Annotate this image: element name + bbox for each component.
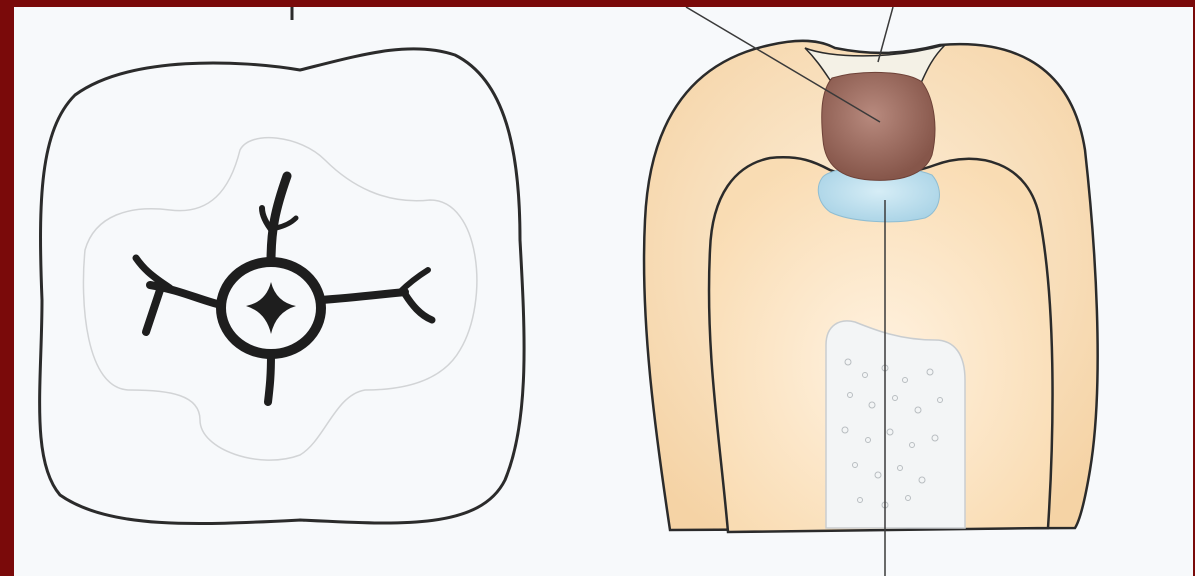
pulp-chamber [826,321,965,528]
fissure-north [271,176,287,262]
fissure-south [268,354,271,402]
occlusal-outline [40,49,524,524]
cross-section-view [644,7,1098,576]
caries-lesion [822,72,935,180]
fissure-east [321,292,405,300]
illustration-panel [14,7,1193,576]
tooth-illustration [14,7,1193,576]
occlusal-view [40,49,524,524]
central-pit-lesion [246,282,296,334]
